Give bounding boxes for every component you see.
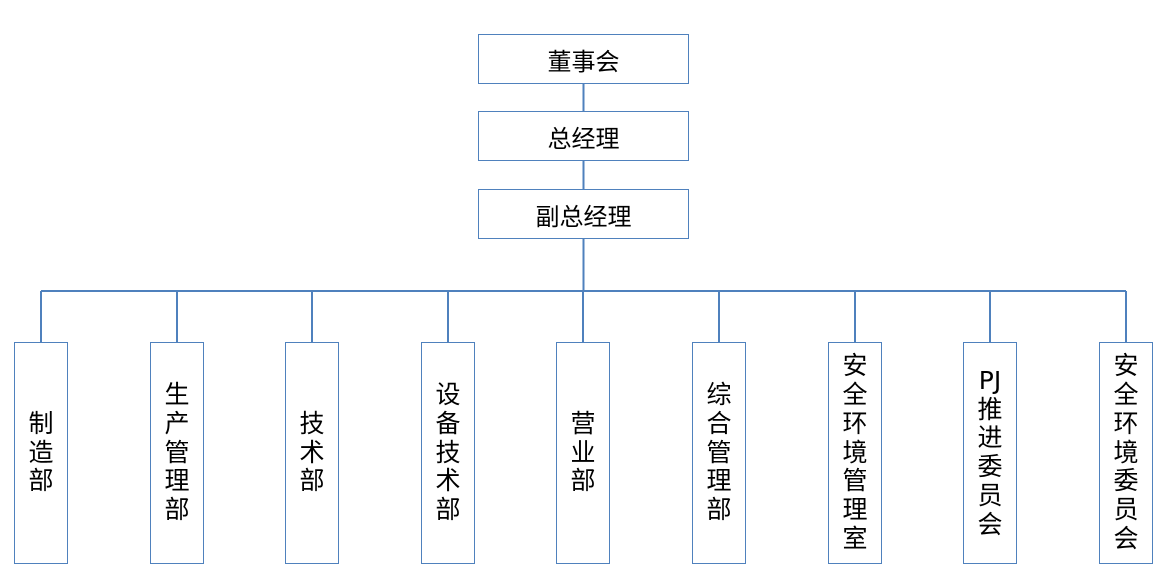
department-label-char: 员: [1113, 495, 1139, 525]
department-label-char: 管: [706, 437, 732, 467]
department-label-char: 部: [435, 495, 461, 525]
department-label-char: 理: [164, 466, 190, 496]
department-label-char: 安: [842, 351, 868, 381]
department-label-char: 境: [1113, 437, 1139, 467]
department-label-char: 全: [842, 380, 868, 410]
department-label-char: 生: [164, 380, 190, 410]
department-label-char: 委: [977, 452, 1003, 481]
board-box: 董事会: [478, 34, 689, 84]
department-label-char: 造: [28, 437, 54, 467]
deputy-general-manager-box: 副总经理: [478, 189, 689, 239]
department-label-char: 会: [977, 509, 1003, 539]
department-label-char: 部: [164, 495, 190, 525]
department-label-char: 综: [706, 380, 732, 410]
department-label-char: PJ: [978, 365, 1002, 395]
department-label-char: 境: [842, 437, 868, 467]
department-box: 安全环境委员会: [1099, 342, 1153, 564]
department-label-char: 理: [842, 495, 868, 525]
department-label-char: 全: [1113, 380, 1139, 410]
department-label-char: 业: [570, 437, 596, 467]
department-label-char: 营: [570, 408, 596, 438]
general-manager-box: 总经理: [478, 111, 689, 161]
department-label-char: 合: [706, 408, 732, 438]
department-label-char: 室: [842, 523, 868, 553]
department-label-char: 委: [1113, 466, 1139, 496]
department-label-char: 产: [164, 408, 190, 438]
general-manager-label: 总经理: [547, 124, 620, 153]
department-label-char: 部: [706, 495, 732, 525]
department-box: 技术部: [285, 342, 339, 564]
department-label-char: 设: [435, 380, 461, 410]
department-label-char: 技: [435, 437, 461, 467]
department-label-char: 理: [706, 466, 732, 496]
department-label-char: 管: [842, 466, 868, 496]
department-box: 营业部: [556, 342, 610, 564]
department-label-char: 制: [28, 408, 54, 438]
department-label-char: 部: [570, 466, 596, 496]
department-label-char: 部: [28, 466, 54, 496]
department-box: 制造部: [14, 342, 68, 564]
department-box: 设备技术部: [421, 342, 475, 564]
department-label-char: 备: [435, 408, 461, 438]
department-box: 生产管理部: [150, 342, 204, 564]
department-label-char: 安: [1113, 351, 1139, 381]
department-label-char: 术: [299, 437, 325, 467]
department-label-char: 环: [842, 408, 868, 438]
department-label-char: 推: [977, 394, 1003, 424]
department-label-char: 会: [1113, 523, 1139, 553]
board-label: 董事会: [547, 47, 620, 76]
department-label-char: 技: [299, 408, 325, 438]
department-label-char: 进: [977, 423, 1003, 453]
department-box: 综合管理部: [692, 342, 746, 564]
department-label-char: 管: [164, 437, 190, 467]
department-label-char: 环: [1113, 408, 1139, 438]
deputy-general-manager-label: 副总经理: [535, 202, 632, 231]
department-box: 安全环境管理室: [828, 342, 882, 564]
department-label-char: 员: [977, 480, 1003, 510]
department-label-char: 部: [299, 466, 325, 496]
department-label-char: 术: [435, 466, 461, 496]
